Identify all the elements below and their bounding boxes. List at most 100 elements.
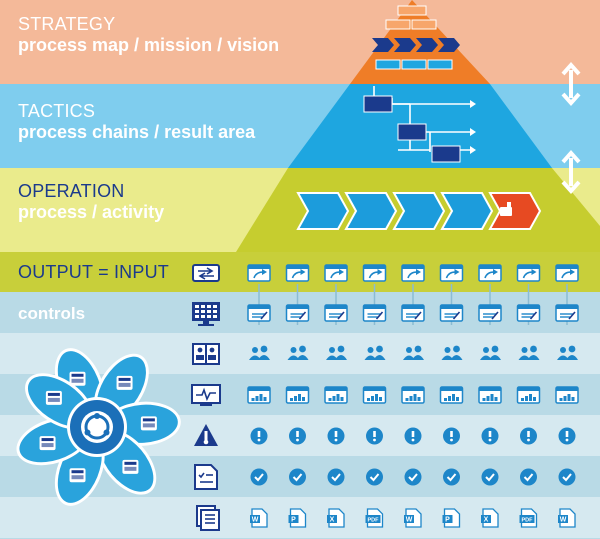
check-circle-icon: [443, 468, 460, 486]
people-icon: [326, 345, 347, 360]
file-type-label: W: [252, 517, 259, 524]
check-circle-icon: [289, 468, 306, 486]
activity-chevron: [392, 192, 446, 230]
strategy-title: STRATEGY: [18, 14, 116, 34]
operation-label: OPERATION process / activity: [18, 181, 164, 223]
double-arrow-icon: [561, 149, 581, 195]
operation-subtitle: process / activity: [18, 202, 165, 222]
file-type-label: P: [291, 517, 296, 524]
warning-triangle-icon: [194, 424, 218, 446]
tactics-title: TACTICS: [18, 101, 96, 121]
thumbs-up-icon: [500, 207, 512, 216]
bar-chart-window-icon: [285, 386, 310, 404]
check-circle-icon: [366, 468, 383, 486]
tactics-subtitle: process chains / result area: [18, 122, 256, 142]
window-arrow-icon: [247, 264, 271, 282]
file-type-label: X: [484, 517, 489, 524]
people-icon: [441, 345, 463, 360]
form-window-icon: [247, 304, 271, 322]
file-type-icon: P: [288, 508, 307, 528]
bar-chart-window-icon: [362, 386, 387, 404]
file-type-icon: W: [404, 508, 422, 528]
window-arrow-icon: [362, 264, 387, 282]
tactics-process-chain-icon: [363, 86, 476, 163]
file-type-icon: X: [481, 508, 499, 528]
exclamation-circle-icon: [366, 427, 383, 445]
controls-row-stripe: [0, 333, 600, 374]
exclamation-circle-icon: [520, 427, 537, 445]
window-arrow-icon: [439, 264, 464, 282]
check-circle-icon: [250, 468, 268, 486]
people-icon: [480, 345, 501, 360]
risk-row: [250, 427, 576, 445]
output-label: OUTPUT = INPUT: [18, 262, 169, 282]
control-flower-emblem: [16, 348, 181, 506]
file-type-icon: P: [442, 508, 461, 528]
exclamation-circle-icon: [250, 427, 268, 445]
window-arrow-icon: [285, 264, 310, 282]
bar-chart-window-icon: [555, 386, 579, 404]
operation-process-chevrons: [296, 192, 542, 230]
exclamation-circle-icon: [443, 427, 460, 445]
check-row: [250, 468, 576, 486]
strategy-label: STRATEGY process map / mission / vision: [18, 14, 279, 56]
bar-chart-window-icon: [439, 386, 464, 404]
monitor-graph-icon: [191, 384, 221, 406]
file-type-icon: X: [327, 508, 345, 528]
bar-chart-window-icon: [478, 386, 502, 404]
exclamation-circle-icon: [481, 427, 499, 445]
bar-chart-window-icon: [516, 386, 541, 404]
window-arrow-icon: [516, 264, 541, 282]
strategy-process-map-icon: [372, 5, 460, 70]
file-type-label: W: [406, 517, 413, 524]
petal: [96, 429, 157, 495]
file-type-icon: PDF: [519, 508, 538, 528]
form-window-icon: [362, 304, 387, 322]
check-circle-icon: [327, 468, 345, 486]
check-circle-icon: [481, 468, 499, 486]
activity-chevron: [296, 192, 350, 230]
form-window-icon: [439, 304, 464, 322]
check-circle-icon: [558, 468, 576, 486]
file-type-icon: PDF: [365, 508, 384, 528]
file-type-label: PDF: [368, 518, 380, 524]
output-title: OUTPUT = INPUT: [18, 262, 169, 282]
strategy-subtitle: process map / mission / vision: [18, 35, 280, 55]
file-type-label: W: [560, 517, 567, 524]
people-icon: [403, 345, 424, 360]
controls-label: controls: [18, 303, 85, 325]
activity-chevron: [440, 192, 494, 230]
monitor-icon: [192, 302, 220, 326]
kpi-row: [247, 386, 579, 404]
window-arrow-icon: [555, 264, 579, 282]
people-row: [249, 345, 578, 360]
bar-chart-window-icon: [324, 386, 348, 404]
file-type-label: P: [445, 517, 450, 524]
exclamation-circle-icon: [289, 427, 306, 445]
manual-book-icon: [192, 343, 220, 365]
form-window-icon: [516, 304, 541, 322]
exclamation-circle-icon: [327, 427, 345, 445]
double-arrow-icon: [561, 61, 581, 107]
process-row: [247, 264, 579, 282]
form-window-icon: [324, 304, 348, 322]
strategy-band: [0, 0, 600, 84]
exclamation-circle-icon: [558, 427, 576, 445]
controls-title: controls: [18, 304, 86, 323]
bar-chart-window-icon: [401, 386, 425, 404]
check-circle-icon: [404, 468, 422, 486]
file-type-label: PDF: [522, 518, 534, 524]
file-type-icon: W: [250, 508, 268, 528]
window-arrow-icon: [401, 264, 425, 282]
form-window-icon: [401, 304, 425, 322]
bar-chart-window-icon: [247, 386, 271, 404]
form-window-icon: [478, 304, 502, 322]
exclamation-circle-icon: [404, 427, 422, 445]
people-icon: [518, 345, 540, 360]
people-icon: [557, 345, 578, 360]
window-arrow-icon: [324, 264, 348, 282]
document-icon: [196, 505, 220, 531]
form-row: [247, 304, 579, 322]
